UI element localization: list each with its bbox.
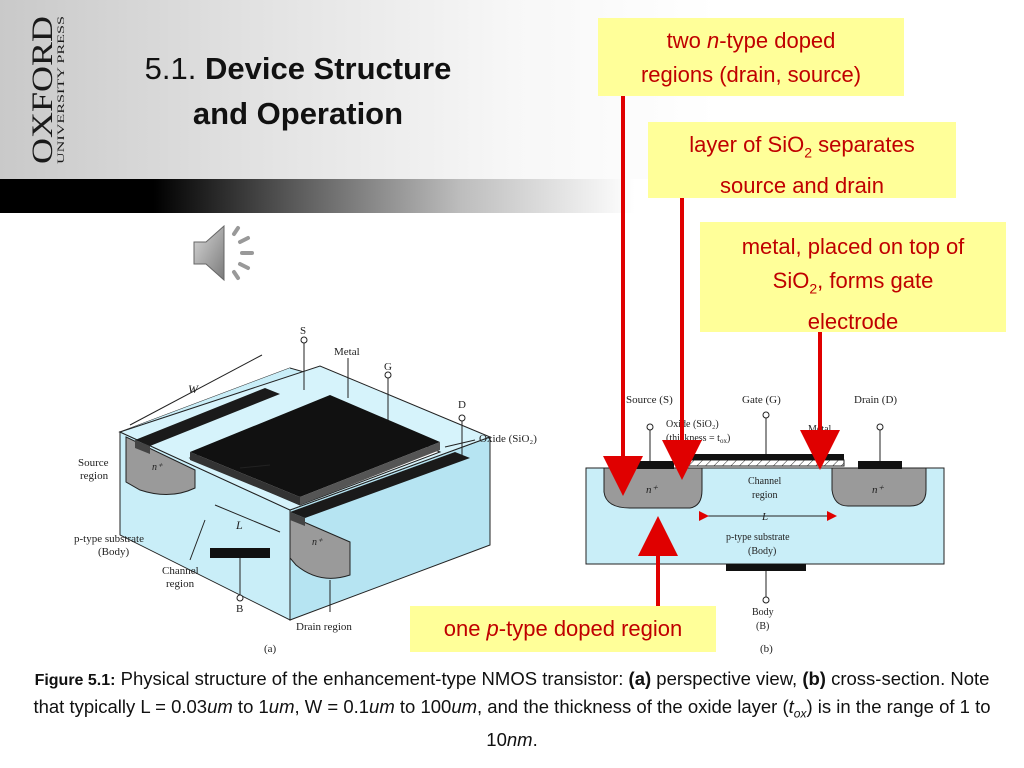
label-s: S	[300, 325, 306, 337]
label-n-b2: n⁺	[872, 484, 885, 496]
label-sub-b2: (Body)	[748, 546, 776, 557]
caption-a: (a)	[264, 643, 277, 655]
label-sub-a2: (Body)	[98, 546, 130, 558]
caption-b: (b)	[760, 643, 773, 655]
label-n-a1: n⁺	[152, 462, 163, 473]
label-d: D	[458, 399, 466, 411]
label-source-b: Source (S)	[626, 394, 673, 406]
label-w: W	[188, 382, 199, 396]
callout-ptype-region: one p-type doped region	[410, 606, 716, 652]
slide-title: 5.1. Device Structure and Operation	[108, 46, 488, 136]
label-metal-a: Metal	[334, 346, 360, 358]
label-l-a: L	[235, 518, 243, 532]
title-line1: Device Structure	[204, 51, 452, 86]
nmos-figure: S Metal G D Oxide (SiO₂) W L Source regi…	[74, 325, 630, 655]
callout-gate-metal: metal, placed on top of SiO2, forms gate…	[700, 222, 1006, 334]
label-channel-b2: region	[752, 490, 778, 501]
label-source-a1: Source	[78, 457, 109, 469]
label-oxide-b2: (thickness = tox)	[666, 433, 730, 445]
label-n-b1: n⁺	[646, 484, 659, 496]
label-channel-a2: region	[166, 578, 195, 590]
label-gate-b: Gate (G)	[742, 394, 781, 406]
label-channel-b1: Channel	[748, 476, 782, 487]
label-sub-a1: p-type substrate	[74, 533, 144, 545]
cross-section-view	[585, 467, 630, 565]
logo-brand: OXFORD	[26, 16, 59, 164]
label-g: G	[384, 361, 392, 373]
label-oxide-b1: Oxide (SiO₂)	[666, 419, 719, 430]
callout-sio2-layer: layer of SiO2 separates source and drain	[648, 122, 956, 198]
perspective-view: S Metal G D Oxide (SiO₂) W L Source regi…	[74, 325, 537, 655]
label-n-a2: n⁺	[312, 537, 323, 548]
label-channel-a1: Channel	[162, 565, 199, 577]
logo-sub: UNIVERSITY PRESS	[56, 16, 66, 164]
label-l-b: L	[761, 511, 768, 523]
title-line2: and Operation	[192, 96, 404, 131]
label-body-b: Body	[752, 607, 774, 618]
label-source-a2: region	[80, 470, 109, 482]
label-drain-a: Drain region	[296, 621, 352, 633]
oxford-logo: OXFORD UNIVERSITY PRESS	[26, 16, 66, 164]
label-oxide-a: Oxide (SiO₂)	[479, 433, 537, 445]
label-metal-b: Metal	[808, 424, 832, 435]
label-sub-b1: p-type substrate	[726, 532, 790, 543]
callout-ntype-regions: two n-type doped regions (drain, source)	[598, 18, 904, 96]
label-drain-b: Drain (D)	[854, 394, 897, 406]
label-b-a: B	[236, 603, 243, 615]
label-b-b: (B)	[756, 621, 769, 632]
title-number: 5.1.	[144, 51, 197, 86]
figure-caption: Figure 5.1: Physical structure of the en…	[33, 668, 991, 750]
speaker-icon[interactable]	[190, 220, 260, 286]
